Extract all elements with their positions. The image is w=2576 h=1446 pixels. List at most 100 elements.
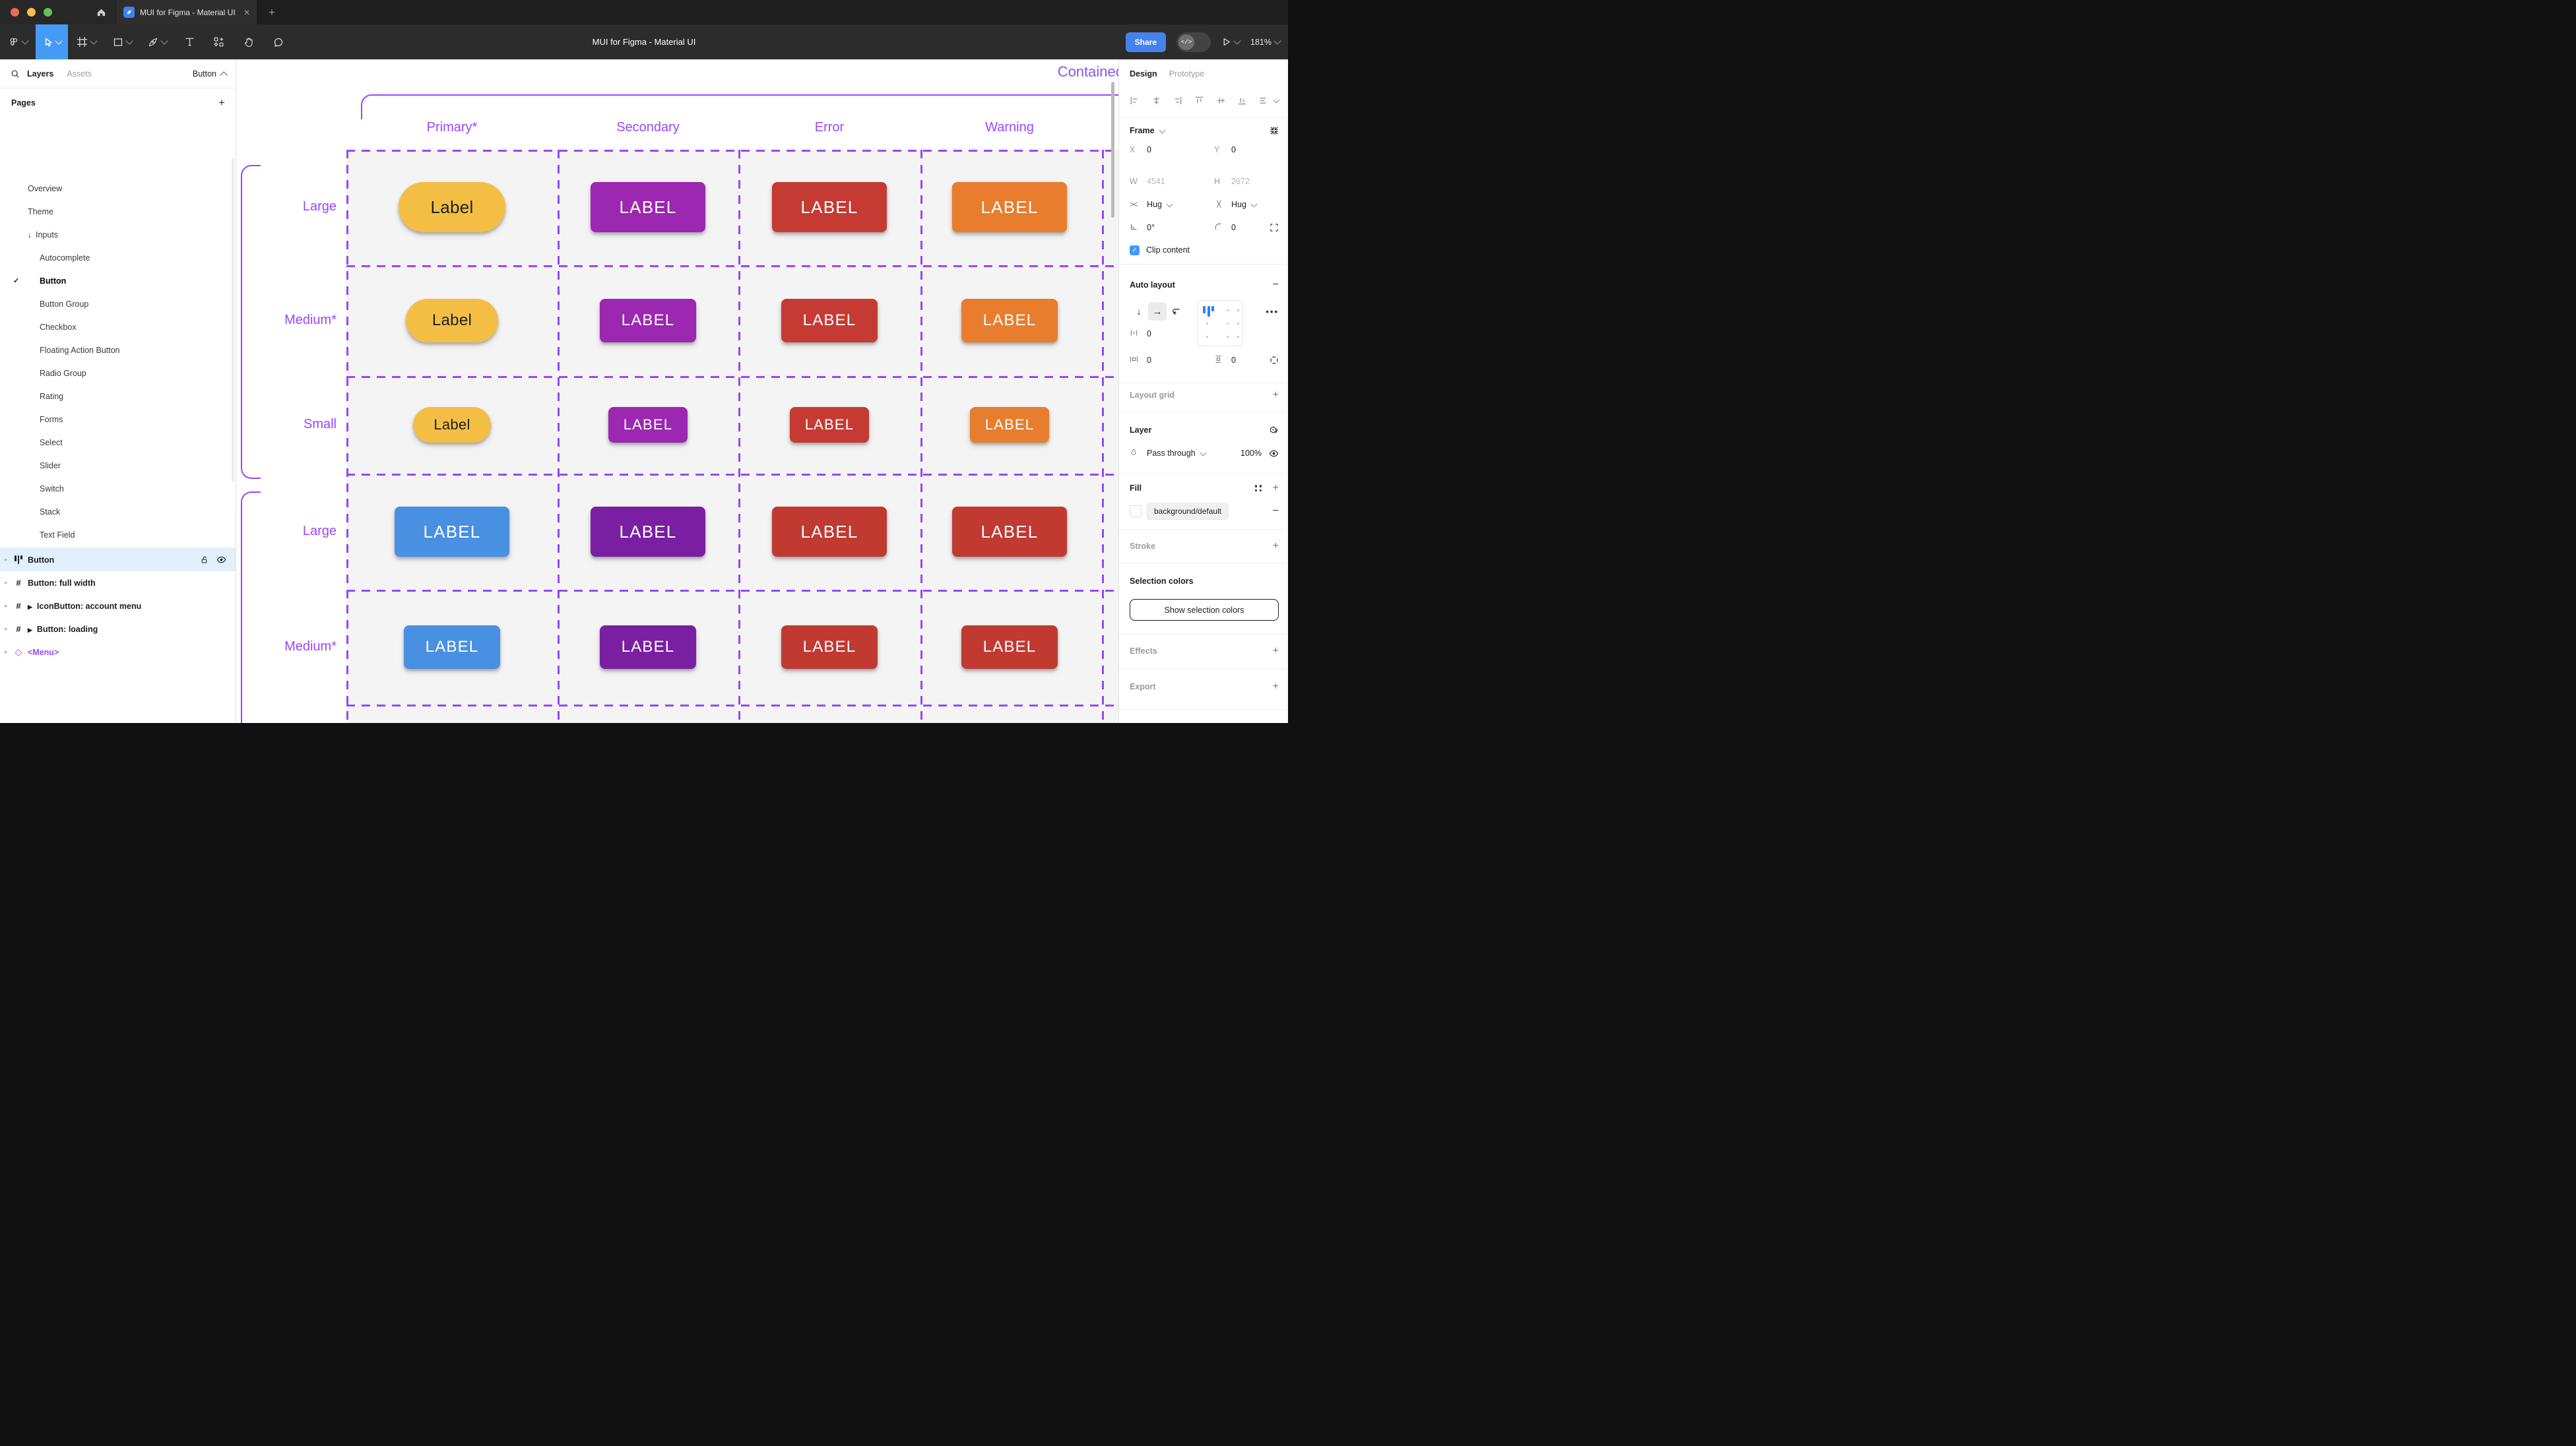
layer-row-button-loading[interactable]: ▸ # ▶Button: loading: [5, 624, 98, 634]
disclosure-triangle-icon[interactable]: ▸: [5, 579, 8, 586]
contained-button[interactable]: LABEL: [781, 625, 878, 669]
show-selection-colors-button[interactable]: Show selection colors: [1130, 599, 1279, 621]
gap-input[interactable]: 0: [1147, 329, 1151, 338]
resources-tool-button[interactable]: [204, 24, 234, 59]
remove-fill-button[interactable]: −: [1272, 505, 1279, 517]
align-vertical-center-icon[interactable]: [1216, 96, 1226, 106]
add-export-button[interactable]: +: [1272, 681, 1279, 692]
page-item-forms[interactable]: Forms: [40, 414, 63, 424]
distribute-menu-icon[interactable]: [1259, 96, 1280, 106]
page-item-overview[interactable]: Overview: [28, 183, 63, 193]
text-tool-button[interactable]: [175, 24, 204, 59]
canvas-scrollbar[interactable]: [1111, 82, 1114, 218]
document-tab[interactable]: MUI for Figma - Material UI ✕: [117, 0, 257, 24]
independent-corners-icon[interactable]: [1270, 223, 1279, 232]
tab-assets[interactable]: Assets: [67, 69, 92, 79]
maximize-window-button[interactable]: [44, 8, 52, 16]
new-tab-button[interactable]: +: [269, 5, 275, 18]
contained-button[interactable]: LABEL: [772, 182, 887, 232]
visibility-eye-icon[interactable]: [216, 555, 226, 564]
hand-tool-button[interactable]: [234, 24, 263, 59]
page-item-button-group[interactable]: Button Group: [40, 299, 89, 309]
vertical-padding-input[interactable]: 0: [1231, 356, 1236, 365]
opacity-input[interactable]: 100%: [1240, 449, 1262, 458]
present-button[interactable]: [1221, 37, 1241, 47]
add-fill-button[interactable]: +: [1272, 482, 1279, 493]
tab-layers[interactable]: Layers: [27, 69, 54, 79]
contained-button[interactable]: LABEL: [600, 299, 696, 342]
rotation-input[interactable]: 0°: [1147, 223, 1155, 232]
page-item-slider[interactable]: Slider: [40, 460, 61, 470]
page-item-rating[interactable]: Rating: [40, 391, 64, 401]
x-input[interactable]: 0: [1147, 145, 1151, 154]
vertical-resizing-select[interactable]: Hug: [1231, 200, 1246, 209]
layer-row-iconbutton-account-menu[interactable]: ▸ # ▶IconButton: account menu: [5, 601, 142, 611]
width-input[interactable]: 4541: [1147, 177, 1165, 186]
blend-mode-icon[interactable]: [1269, 425, 1279, 435]
disclosure-triangle-icon[interactable]: ▸: [5, 648, 8, 655]
page-item-switch[interactable]: Switch: [40, 484, 64, 493]
disclosure-triangle-icon[interactable]: ▸: [5, 556, 8, 563]
page-item-button[interactable]: ✓Button: [13, 276, 67, 286]
contained-button[interactable]: LABEL: [591, 182, 705, 232]
contained-button[interactable]: LABEL: [781, 299, 878, 342]
add-stroke-button[interactable]: +: [1272, 540, 1279, 551]
align-left-icon[interactable]: [1130, 96, 1140, 106]
page-item-theme[interactable]: Theme: [28, 206, 53, 216]
add-layout-grid-button[interactable]: +: [1272, 389, 1279, 400]
clip-content-row[interactable]: ✓ Clip content: [1130, 242, 1279, 258]
page-item-floating-action-button[interactable]: Floating Action Button: [40, 345, 120, 355]
horizontal-padding-input[interactable]: 0: [1147, 356, 1151, 365]
canvas[interactable]: Contained Primary* Secondary Error Warni…: [236, 59, 1118, 723]
blend-mode-select[interactable]: Pass through: [1147, 449, 1196, 458]
tab-design[interactable]: Design: [1130, 69, 1157, 79]
layer-row-button-full-width[interactable]: ▸ # Button: full width: [5, 578, 96, 588]
share-button[interactable]: Share: [1125, 32, 1167, 52]
page-item-select[interactable]: Select: [40, 437, 63, 447]
minimize-window-button[interactable]: [27, 8, 36, 16]
current-page-selector[interactable]: Button: [193, 69, 228, 79]
horizontal-resizing-select[interactable]: Hug: [1147, 200, 1162, 209]
page-item-checkbox[interactable]: Checkbox: [40, 322, 77, 332]
dev-mode-toggle[interactable]: </>: [1176, 32, 1211, 52]
contained-button[interactable]: LABEL: [395, 507, 509, 557]
contained-button[interactable]: Label: [413, 407, 491, 443]
page-item-autocomplete[interactable]: Autocomplete: [40, 253, 90, 263]
align-right-icon[interactable]: [1173, 96, 1182, 106]
layer-row-menu-component[interactable]: ▸ ◇ <Menu>: [5, 646, 59, 657]
auto-layout-more-icon[interactable]: •••: [1266, 306, 1279, 317]
layer-visibility-eye-icon[interactable]: [1269, 449, 1279, 458]
contained-button[interactable]: LABEL: [952, 507, 1067, 557]
corner-radius-input[interactable]: 0: [1231, 223, 1236, 232]
checkbox-checked-icon[interactable]: ✓: [1130, 245, 1140, 255]
y-input[interactable]: 0: [1231, 145, 1236, 154]
contained-button[interactable]: LABEL: [970, 407, 1049, 443]
page-item-text-field[interactable]: Text Field: [40, 530, 75, 540]
contained-button[interactable]: LABEL: [600, 625, 696, 669]
close-tab-icon[interactable]: ✕: [243, 7, 250, 17]
layer-row-button[interactable]: ▸ Button: [0, 548, 236, 571]
styles-icon[interactable]: [1254, 485, 1262, 491]
unlock-icon[interactable]: [200, 555, 209, 564]
page-item-stack[interactable]: Stack: [40, 507, 61, 517]
pen-tool-button[interactable]: [139, 24, 175, 59]
align-bottom-icon[interactable]: [1237, 96, 1247, 106]
collapse-panel-icon[interactable]: [1270, 126, 1279, 135]
frame-tool-button[interactable]: [68, 24, 105, 59]
contained-button[interactable]: LABEL: [591, 507, 705, 557]
direction-wrap-button[interactable]: [1167, 302, 1185, 321]
main-menu-button[interactable]: [0, 24, 36, 59]
contained-button[interactable]: LABEL: [790, 407, 869, 443]
contained-button[interactable]: LABEL: [961, 625, 1058, 669]
align-top-icon[interactable]: [1194, 96, 1204, 106]
search-icon[interactable]: [11, 69, 20, 79]
move-tool-button[interactable]: [36, 24, 68, 59]
contained-button[interactable]: LABEL: [772, 507, 887, 557]
frame-title[interactable]: Contained: [1057, 63, 1118, 80]
page-item-radio-group[interactable]: Radio Group: [40, 368, 86, 378]
independent-padding-icon[interactable]: [1270, 356, 1279, 365]
contained-button[interactable]: LABEL: [961, 299, 1058, 342]
tab-prototype[interactable]: Prototype: [1169, 69, 1205, 79]
comment-tool-button[interactable]: [263, 24, 293, 59]
contained-button[interactable]: Label: [406, 299, 498, 342]
